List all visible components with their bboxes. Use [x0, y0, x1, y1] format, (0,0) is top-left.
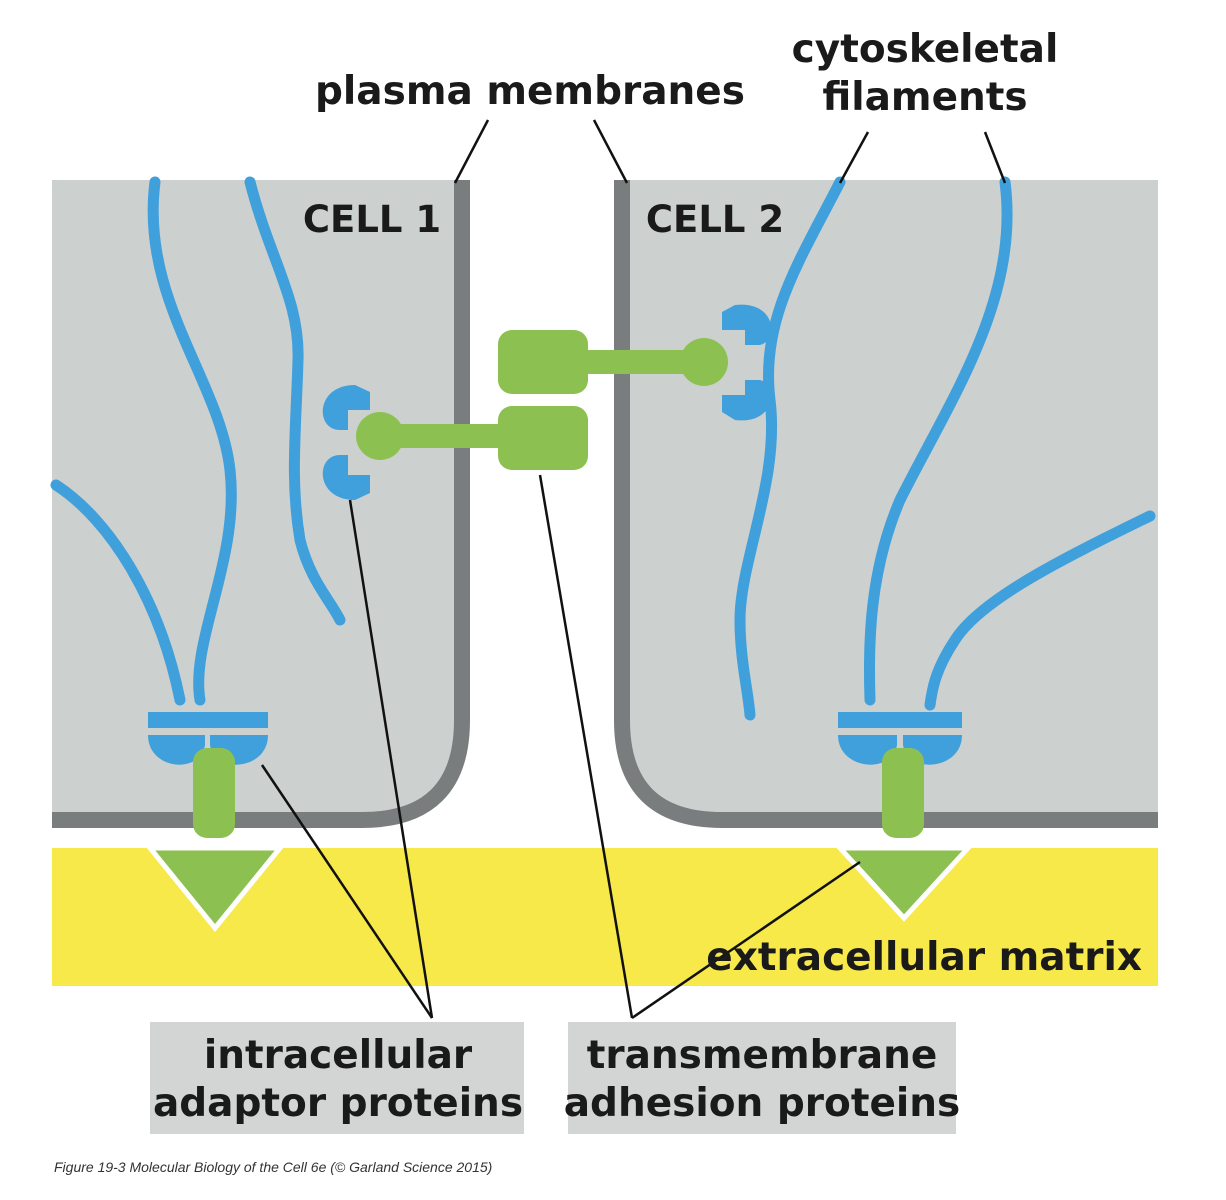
cytoskeletal-label-line2: filaments: [822, 75, 1027, 120]
adaptor-leader-bottom: [260, 764, 434, 1019]
cell-2-side-adaptor-icon: [722, 304, 772, 421]
intracellular-label-line1: intracellular: [204, 1033, 473, 1078]
cell-1-filament-b: [244, 176, 346, 626]
plasma-membrane-leader-left: [453, 119, 490, 184]
transmembrane-label-box: [568, 1022, 956, 1134]
cell-2-label: CELL 2: [646, 198, 784, 241]
cell-2-matrix-adhesion-protein-icon: [834, 748, 974, 922]
plasma-membranes-label: plasma membranes: [315, 69, 745, 114]
cell-2-filament-c: [924, 510, 1156, 711]
extracellular-matrix-label: extracellular matrix: [706, 935, 1142, 980]
plasma-membrane-leader-right: [592, 119, 629, 184]
cell-1-filament-a: [147, 176, 237, 706]
cell-1-body: [52, 180, 462, 820]
intracellular-label-box: [150, 1022, 524, 1134]
filament-leader-right: [983, 131, 1007, 184]
cell-2-bottom-adaptor-icon: [838, 712, 962, 765]
cell-1-label: CELL 1: [303, 198, 441, 241]
cell-1-side-adaptor-icon: [322, 385, 370, 500]
cell-1-matrix-adhesion-protein-icon: [144, 748, 286, 932]
cell-2-adhesion-protein-icon: [498, 330, 728, 394]
cell-2-plasma-membrane: [614, 180, 1158, 828]
transmembrane-label-line2: adhesion proteins: [564, 1081, 961, 1126]
figure-caption: Figure 19-3 Molecular Biology of the Cel…: [54, 1159, 492, 1175]
filament-leader-left: [838, 131, 870, 184]
intracellular-label-line2: adaptor proteins: [153, 1081, 523, 1126]
cell-1-adhesion-protein-icon: [356, 406, 588, 470]
cytoskeletal-label-line1: cytoskeletal: [792, 27, 1059, 72]
cell-2-filament-a: [734, 176, 846, 721]
adaptor-leader-side: [348, 499, 434, 1019]
cell-1-filament-c: [50, 479, 186, 706]
cell-2-filament-b: [863, 176, 1013, 706]
adhesion-leader-cellcell: [538, 474, 634, 1019]
transmembrane-label-line1: transmembrane: [587, 1033, 938, 1078]
cell-1-plasma-membrane: [52, 180, 470, 828]
adhesion-leader-matrix: [631, 860, 861, 1020]
